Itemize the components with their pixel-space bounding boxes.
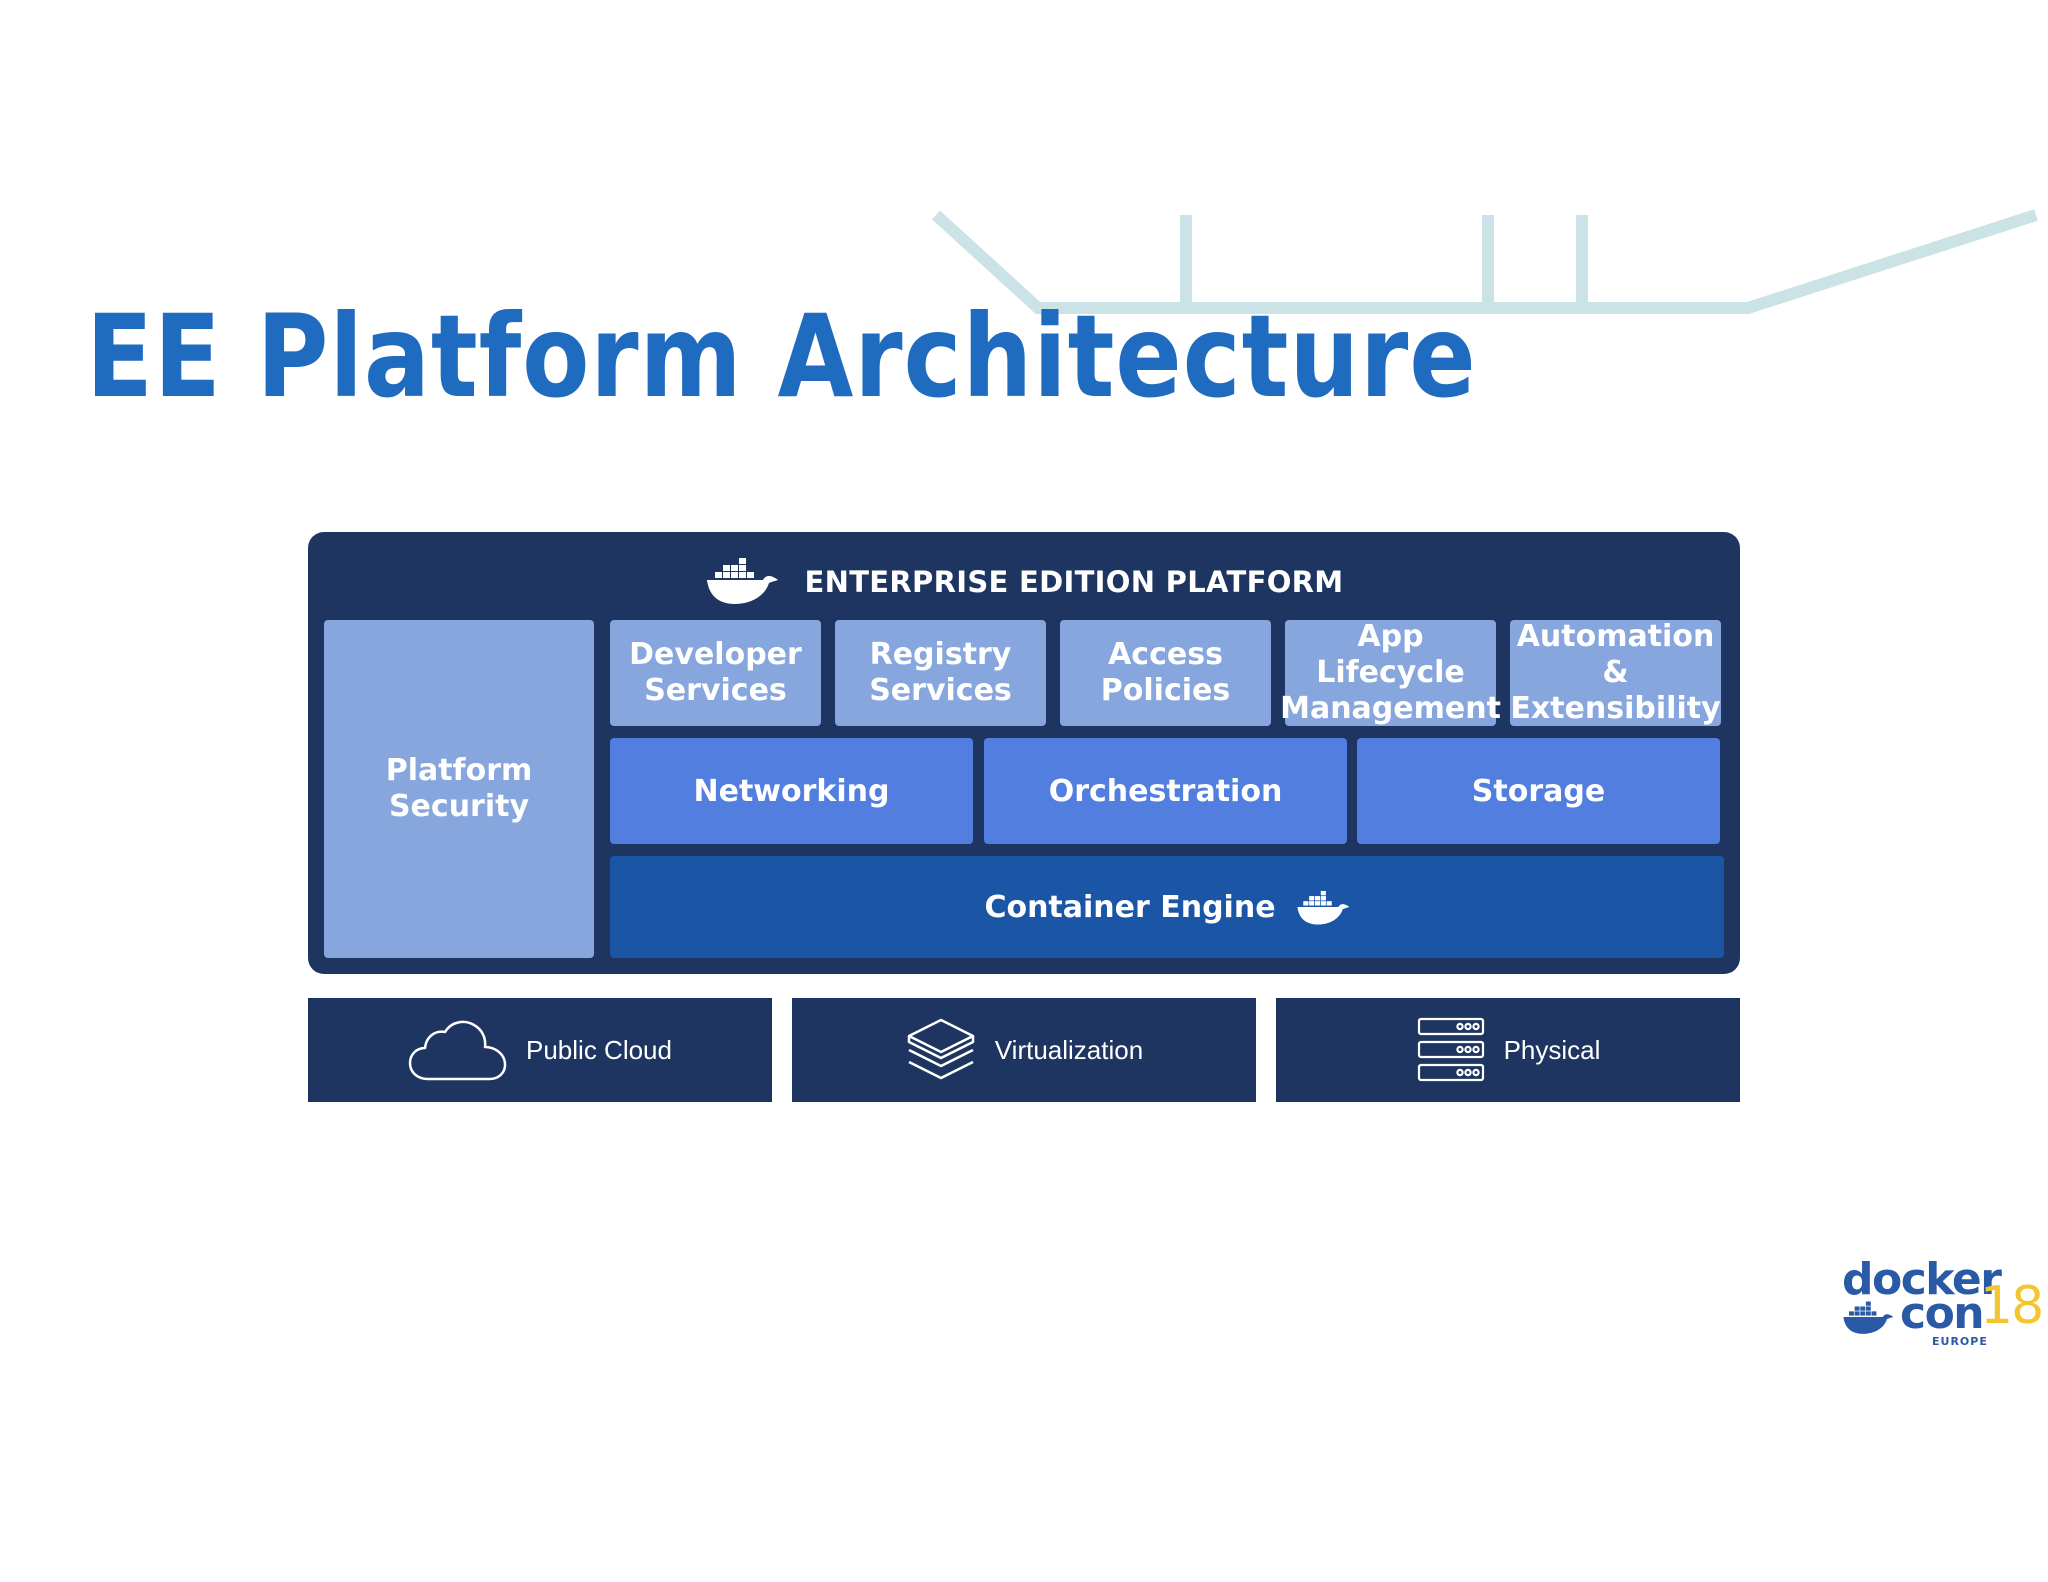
virtualization-block: Virtualization bbox=[792, 998, 1256, 1102]
docker-whale-icon bbox=[706, 558, 778, 604]
orchestration-block: Orchestration bbox=[984, 738, 1347, 844]
decorative-line-group bbox=[931, 209, 2038, 314]
docker-whale-icon bbox=[1843, 1301, 1894, 1334]
virtualization-label: Virtualization bbox=[994, 1034, 1144, 1065]
developer-services-block: Developer Services bbox=[610, 620, 821, 726]
docker-whale-icon bbox=[1297, 890, 1349, 925]
platform-header: ENTERPRISE EDITION PLATFORM bbox=[308, 552, 1740, 608]
dockercon-logo: docker con 18 EUROPE bbox=[1836, 1254, 2044, 1350]
decorative-lines bbox=[931, 209, 2038, 314]
storage-block: Storage bbox=[1357, 738, 1720, 844]
access-policies-block: Access Policies bbox=[1060, 620, 1271, 726]
container-engine-block: Container Engine bbox=[610, 856, 1724, 958]
platform-header-label: ENTERPRISE EDITION PLATFORM bbox=[804, 565, 1344, 599]
public-cloud-block: Public Cloud bbox=[308, 998, 772, 1102]
server-rack-icon bbox=[1417, 1017, 1484, 1082]
container-engine-label: Container Engine bbox=[984, 889, 1276, 925]
logo-region: EUROPE bbox=[1932, 1335, 1988, 1348]
public-cloud-label: Public Cloud bbox=[526, 1034, 672, 1065]
registry-services-block: Registry Services bbox=[835, 620, 1046, 726]
networking-block: Networking bbox=[610, 738, 973, 844]
app-lifecycle-management-block: App Lifecycle Management bbox=[1280, 619, 1501, 726]
logo-word-docker: docker bbox=[1842, 1254, 2002, 1305]
decorative-line-main bbox=[931, 209, 2038, 314]
physical-label: Physical bbox=[1503, 1034, 1601, 1065]
logo-year: 18 bbox=[1980, 1276, 2044, 1336]
layers-icon bbox=[907, 1018, 975, 1080]
cloud-icon bbox=[408, 1020, 507, 1081]
platform-security-block: Platform Security bbox=[324, 620, 594, 958]
slide-title: EE Platform Architecture bbox=[86, 290, 1477, 423]
physical-block: Physical bbox=[1276, 998, 1740, 1102]
automation-extensibility-block: Automation & Extensibility bbox=[1510, 619, 1721, 726]
enterprise-platform-box: ENTERPRISE EDITION PLATFORM Platform Sec… bbox=[308, 532, 1740, 974]
logo-word-con: con bbox=[1900, 1288, 1985, 1339]
